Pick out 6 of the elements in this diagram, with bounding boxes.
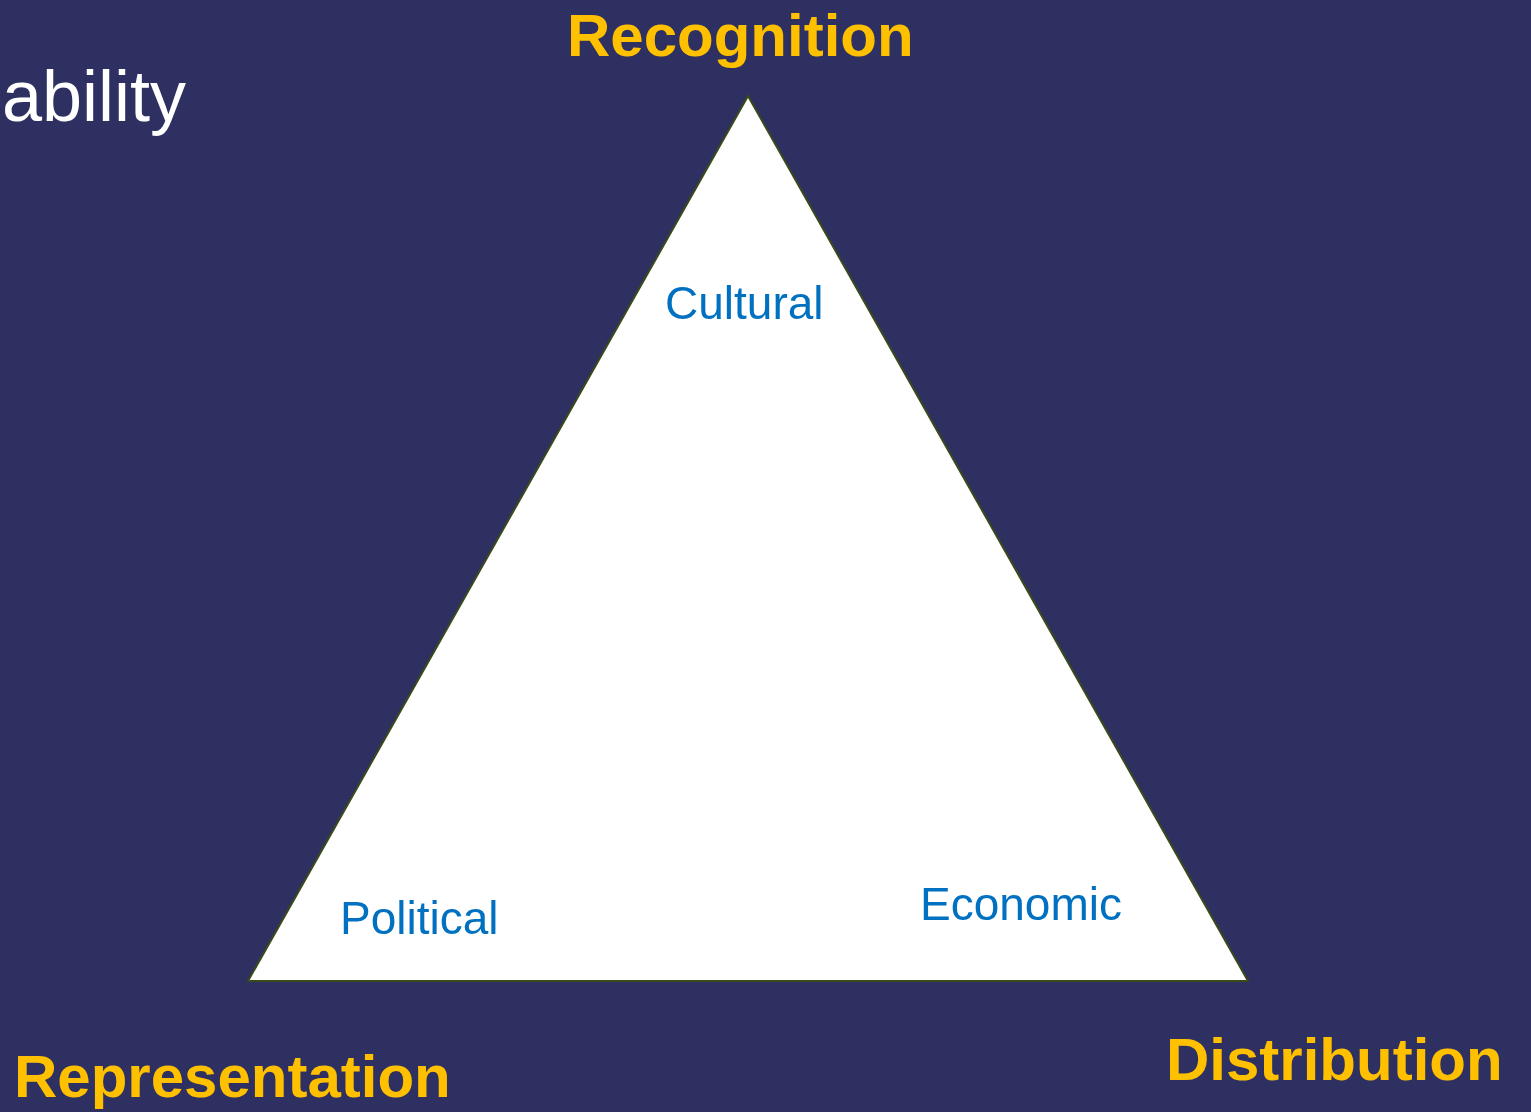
corner-label: Political [340, 895, 499, 941]
vertex-label: Representation [14, 1047, 451, 1107]
vertex-label: Distribution [1166, 1030, 1503, 1090]
vertex-label: Recognition [567, 6, 914, 66]
corner-label: Economic [920, 881, 1122, 927]
corner-label: Cultural [665, 280, 824, 326]
